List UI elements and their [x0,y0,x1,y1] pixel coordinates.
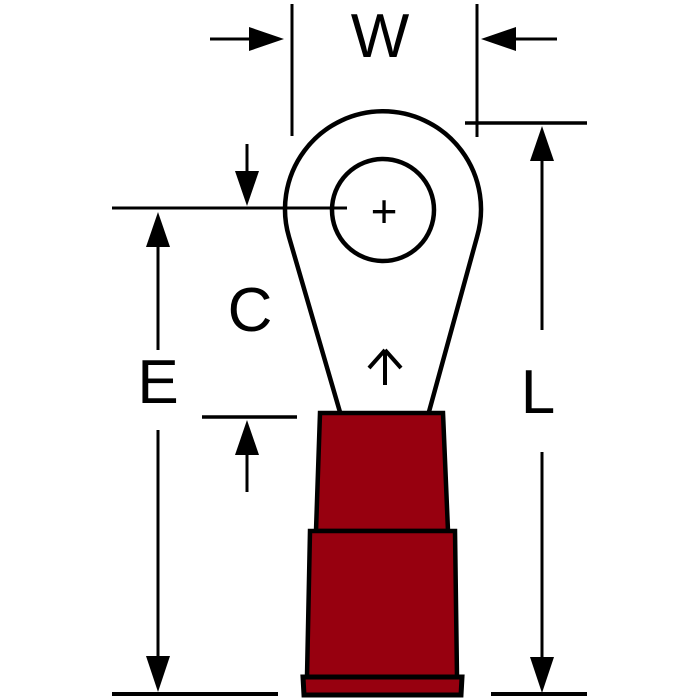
c-arrowhead-down [235,171,259,206]
dimension-arrowheads [146,27,554,693]
label-e: E [137,348,178,417]
hole-center-cross-icon: + [371,185,398,237]
e-arrowhead-top [146,212,170,247]
w-arrowhead-right [481,27,516,51]
ring-tongue-outline [282,109,484,420]
dimension-c [112,144,347,492]
insulation-barrel-upper [313,410,451,534]
dimension-labels: W C E L + [137,2,555,427]
dimension-e [112,247,278,696]
insulation-flange [300,674,465,698]
insulation-barrel [300,410,465,698]
insulation-barrel-lower [304,528,460,680]
line-art [112,4,587,698]
w-arrowhead-left [249,27,284,51]
stud-hole [329,156,437,264]
l-arrowhead-top [530,126,554,161]
label-c: C [228,276,273,345]
dimension-w [210,4,557,137]
c-arrowhead-up [235,420,259,455]
label-l: L [521,358,555,427]
e-arrowhead-bottom [146,656,170,692]
label-w: W [351,2,410,71]
wire-direction-up-arrow-icon [367,348,403,385]
dimension-l [465,121,587,696]
terminal-metal-body [282,109,484,420]
l-arrowhead-bottom [530,657,554,693]
